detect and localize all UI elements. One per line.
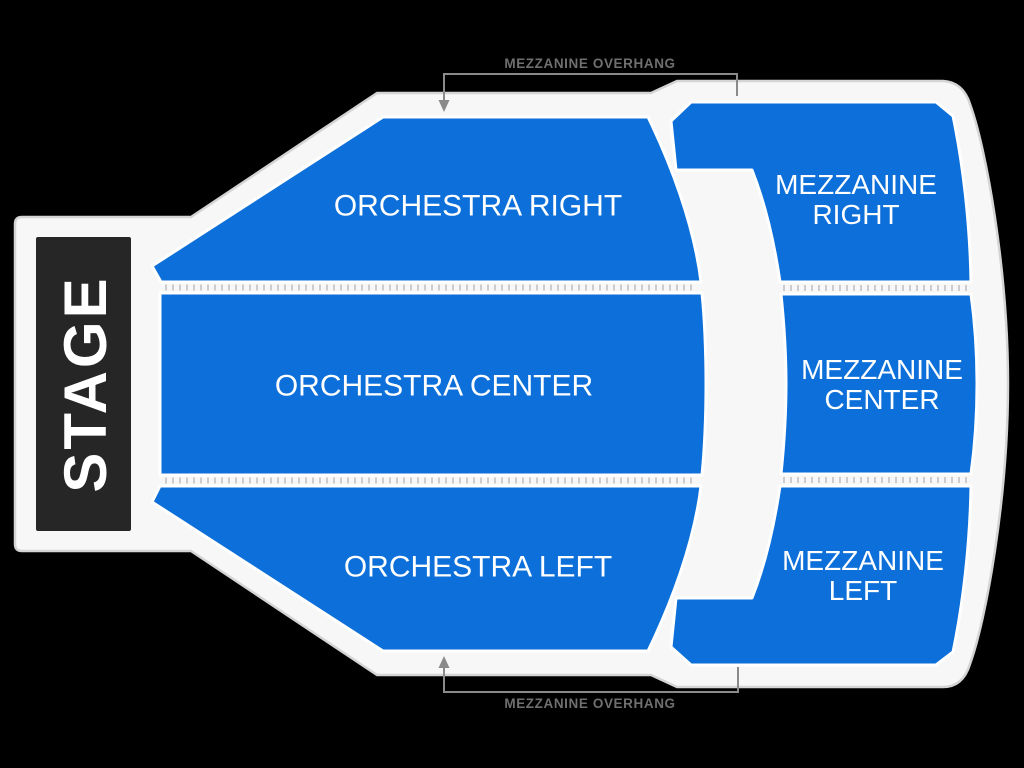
top-overhang-arrow-icon <box>438 100 450 112</box>
section-mezzanine-left[interactable] <box>669 484 973 667</box>
bottom-overhang-label: MEZZANINE OVERHANG <box>504 696 675 711</box>
section-mezzanine-center[interactable] <box>779 292 979 476</box>
section-orchestra-left[interactable] <box>150 484 703 653</box>
mezzanine-left-label-line1: MEZZANINE <box>782 545 944 576</box>
section-orchestra-center[interactable] <box>158 291 708 477</box>
top-overhang-bracket <box>443 73 738 100</box>
mezzanine-right-label-line1: MEZZANINE <box>775 169 937 200</box>
bottom-overhang-arrow-icon <box>438 656 450 668</box>
orchestra-center-label: ORCHESTRA CENTER <box>275 370 593 403</box>
bottom-overhang-bracket <box>443 667 739 693</box>
mezzanine-right-label-line2: RIGHT <box>812 199 899 230</box>
top-overhang-annotation: MEZZANINE OVERHANG <box>438 56 738 112</box>
stage-label: STAGE <box>52 275 119 492</box>
orchestra-left-label: ORCHESTRA LEFT <box>344 551 612 584</box>
section-mezzanine-right[interactable] <box>669 100 973 284</box>
mezzanine-center-label-line2: CENTER <box>824 384 939 415</box>
mezzanine-left-label-line2: LEFT <box>829 575 897 606</box>
top-overhang-label: MEZZANINE OVERHANG <box>504 56 675 71</box>
orchestra-right-label: ORCHESTRA RIGHT <box>334 190 622 223</box>
mezzanine-center-label-line1: MEZZANINE <box>801 354 963 385</box>
stage-block <box>36 237 131 531</box>
bottom-overhang-annotation: MEZZANINE OVERHANG <box>438 656 739 711</box>
row-divider-ticks <box>165 284 967 484</box>
section-orchestra-right[interactable] <box>150 115 703 284</box>
